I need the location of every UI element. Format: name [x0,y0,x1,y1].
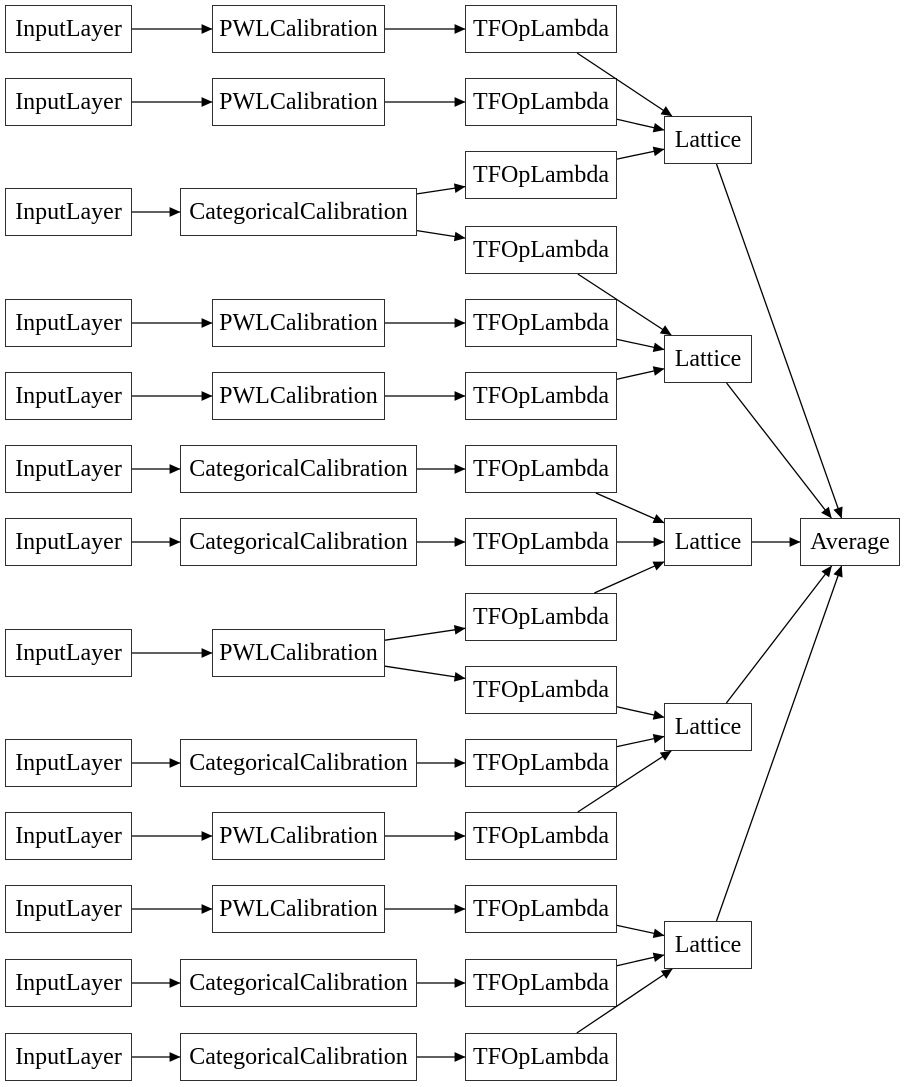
node-cc4: CategoricalCalibration [180,739,417,787]
node-cc2: CategoricalCalibration [180,445,417,493]
node-il10: InputLayer [5,812,132,860]
node-pwl5: PWLCalibration [212,629,385,677]
node-pwl1: PWLCalibration [212,5,385,53]
node-lat4: Lattice [664,703,752,751]
node-tf1: TFOpLambda [465,5,617,53]
node-cc5: CategoricalCalibration [180,959,417,1007]
node-cc6: CategoricalCalibration [180,1033,417,1081]
edge-pwl5-tf9 [384,625,466,641]
node-il13: InputLayer [5,1033,132,1081]
node-tf6: TFOpLambda [465,372,617,420]
node-pwl6: PWLCalibration [212,812,385,860]
node-tf5: TFOpLambda [465,299,617,347]
edge-cc1-tf3 [416,183,466,195]
edge-lat4-avg [725,565,833,704]
node-il9: InputLayer [5,739,132,787]
edge-tf2-lat1 [616,118,665,133]
node-tf9: TFOpLambda [465,593,617,641]
node-pwl4: PWLCalibration [212,372,385,420]
node-il2: InputLayer [5,78,132,126]
node-tf8: TFOpLambda [465,518,617,566]
edge-tf9-lat3 [594,561,665,594]
node-il3: InputLayer [5,188,132,236]
edge-pwl5-tf10 [384,665,466,682]
node-cc3: CategoricalCalibration [180,518,417,566]
edge-tf11-lat4 [616,733,665,748]
node-pwl2: PWLCalibration [212,78,385,126]
node-tf13: TFOpLambda [465,885,617,933]
node-tf3: TFOpLambda [465,151,617,199]
node-pwl7: PWLCalibration [212,885,385,933]
edge-tf10-lat4 [616,706,665,720]
edge-tf5-lat2 [616,338,665,353]
edge-lat2-avg [726,382,832,519]
edge-cc1-tf4 [416,229,466,242]
node-tf14: TFOpLambda [465,959,617,1007]
node-tf11: TFOpLambda [465,739,617,787]
edge-tf13-lat5 [616,924,665,939]
node-il12: InputLayer [5,959,132,1007]
node-avg: Average [800,518,900,566]
node-tf12: TFOpLambda [465,812,617,860]
edge-tf6-lat2 [616,366,665,380]
node-il4: InputLayer [5,299,132,347]
node-tf10: TFOpLambda [465,666,617,714]
node-tf15: TFOpLambda [465,1033,617,1081]
edge-tf14-lat5 [616,952,665,967]
node-cc1: CategoricalCalibration [180,188,417,236]
node-tf2: TFOpLambda [465,78,617,126]
node-lat5: Lattice [664,921,752,969]
node-lat1: Lattice [664,116,752,164]
node-lat3: Lattice [664,518,752,566]
node-il8: InputLayer [5,629,132,677]
node-il6: InputLayer [5,445,132,493]
node-tf7: TFOpLambda [465,445,617,493]
node-il11: InputLayer [5,885,132,933]
node-lat2: Lattice [664,335,752,383]
node-il5: InputLayer [5,372,132,420]
node-il1: InputLayer [5,5,132,53]
node-pwl3: PWLCalibration [212,299,385,347]
node-tf4: TFOpLambda [465,226,617,274]
node-il7: InputLayer [5,518,132,566]
edge-tf3-lat1 [616,146,665,160]
